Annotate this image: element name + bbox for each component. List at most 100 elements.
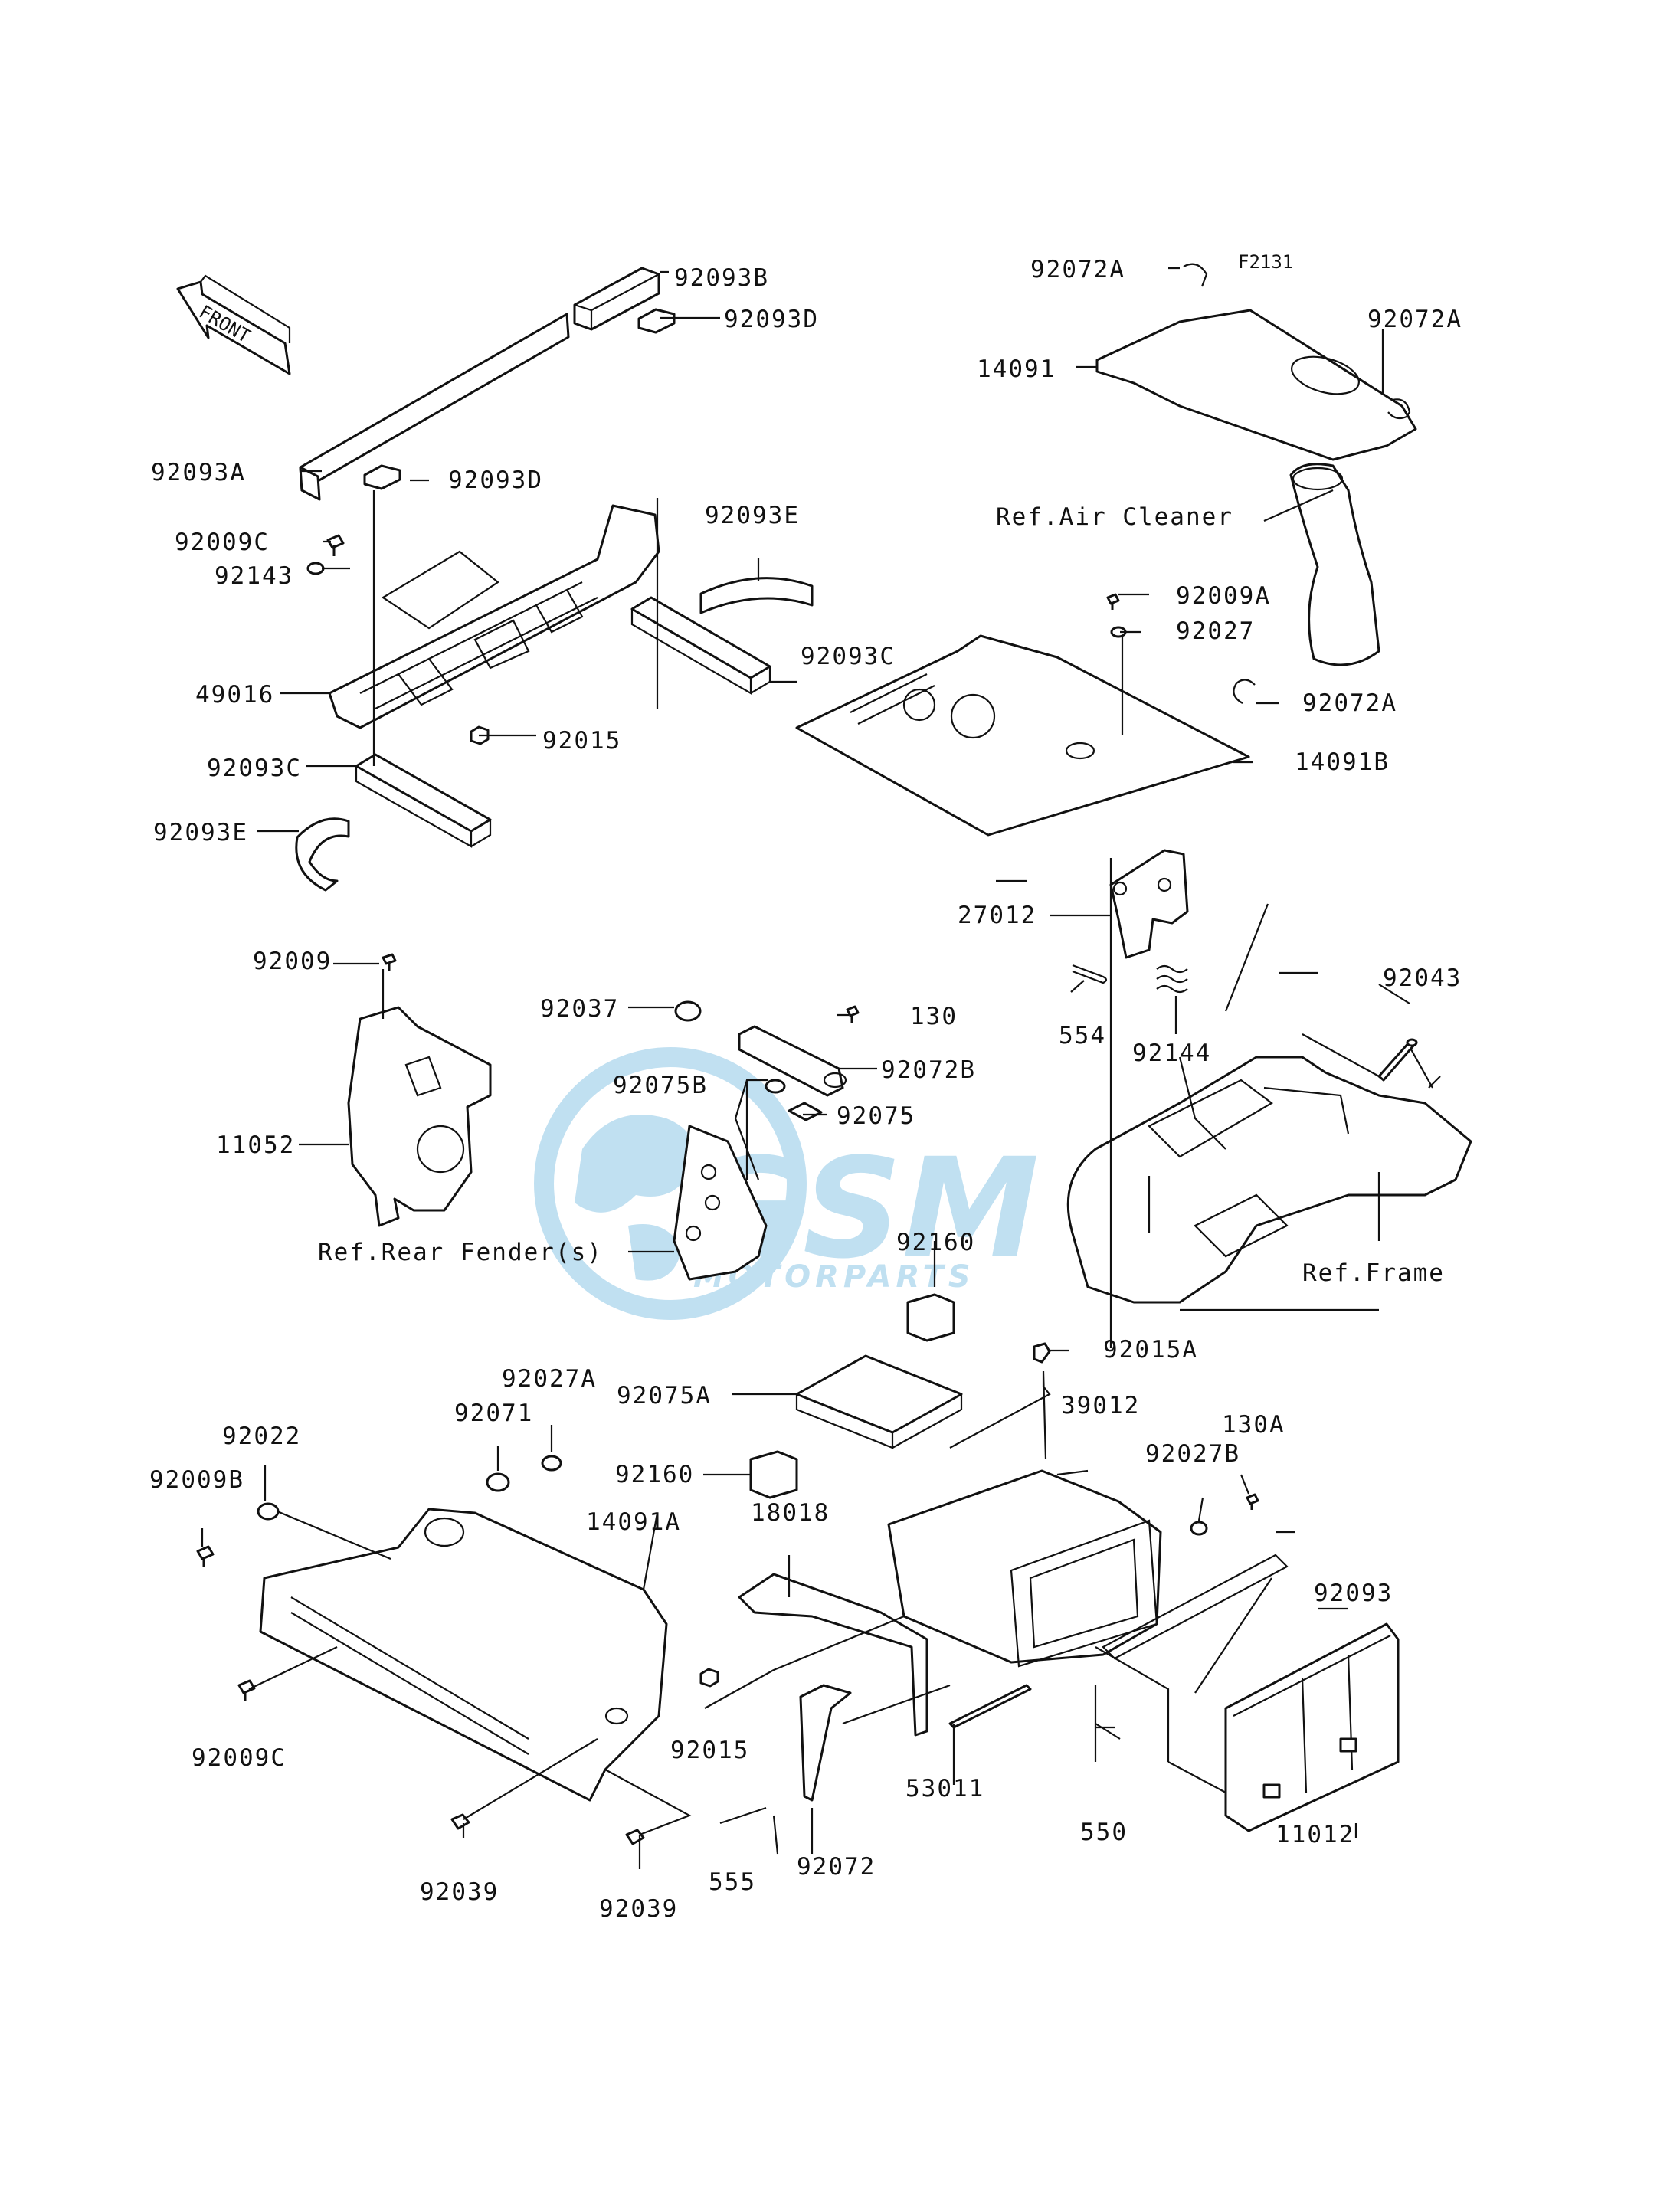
label-92093C-left: 92093C xyxy=(207,755,302,782)
label-92160-top: 92160 xyxy=(896,1229,975,1256)
part-92075B-washer xyxy=(765,1079,786,1094)
part-49016-cross-member xyxy=(328,504,660,729)
label-92072B: 92072B xyxy=(881,1056,976,1084)
part-92037-clamp xyxy=(674,1000,702,1022)
label-92144: 92144 xyxy=(1132,1040,1211,1067)
part-92160-pad-mid xyxy=(749,1450,798,1499)
part-550-pin xyxy=(1095,1723,1121,1740)
label-92009A: 92009A xyxy=(1176,582,1271,610)
label-92071: 92071 xyxy=(454,1400,533,1427)
part-ref-rear-fender-bracket xyxy=(673,1125,768,1281)
part-14091-heat-shield xyxy=(1095,309,1417,461)
label-14091B: 14091B xyxy=(1295,748,1390,776)
part-labels: 92093B 92093D 92093A 92093D 92009C 92143… xyxy=(149,256,1462,1923)
part-92160-pad-top xyxy=(906,1293,955,1342)
part-92093B-foam-block xyxy=(573,267,660,331)
part-92039-clip-right xyxy=(625,1829,645,1845)
part-39012-battery-case xyxy=(887,1469,1162,1668)
part-92027B-washer xyxy=(1190,1521,1208,1536)
label-555: 555 xyxy=(709,1868,756,1896)
label-92160-mid: 92160 xyxy=(615,1461,694,1488)
label-92039-left: 92039 xyxy=(420,1878,499,1906)
label-92072A-top: 92072A xyxy=(1030,256,1125,283)
part-11012-battery xyxy=(1224,1622,1400,1832)
label-11052: 11052 xyxy=(216,1131,295,1159)
label-92093B: 92093B xyxy=(674,264,769,292)
part-92072A-clip-top xyxy=(1183,263,1208,287)
part-92072-bracket xyxy=(799,1684,852,1802)
part-92043-axle-bolt xyxy=(1377,1038,1418,1082)
label-92093C-right: 92093C xyxy=(801,643,896,670)
leader-lines xyxy=(201,267,1441,1869)
label-92022: 92022 xyxy=(222,1423,301,1450)
part-14091B-heat-shield xyxy=(795,634,1250,837)
label-27012: 27012 xyxy=(958,902,1036,929)
part-130-bolt xyxy=(846,1005,860,1023)
label-92075A: 92075A xyxy=(617,1382,712,1410)
label-92015A: 92015A xyxy=(1103,1336,1198,1364)
part-92072B-strap xyxy=(738,1025,847,1097)
label-14091A: 14091A xyxy=(586,1508,681,1536)
fasteners-top-right xyxy=(1106,593,1127,638)
part-92009C-bolt xyxy=(326,534,345,556)
part-53011-bolt xyxy=(948,1684,1032,1729)
part-92009C-bolt-bottom xyxy=(237,1679,256,1701)
part-92072A-clip-right xyxy=(1387,398,1411,420)
part-554-pin xyxy=(1072,964,1108,984)
label-92093E-left: 92093E xyxy=(153,819,248,846)
part-92093E-foam-arc-left xyxy=(295,817,350,892)
part-27012-bracket xyxy=(1109,849,1189,959)
label-49016: 49016 xyxy=(195,681,274,709)
part-92093-seal xyxy=(1102,1554,1289,1694)
label-92075: 92075 xyxy=(837,1102,915,1130)
part-92093C-foam-strip-left xyxy=(355,753,492,848)
label-92009B: 92009B xyxy=(149,1466,244,1494)
ref-frame xyxy=(1066,1056,1472,1304)
label-ref-frame: Ref.Frame xyxy=(1302,1259,1445,1287)
label-550: 550 xyxy=(1080,1819,1128,1846)
part-92093A-foam-strip xyxy=(299,313,570,501)
watermark-globe-continents xyxy=(575,1115,694,1281)
label-92093: 92093 xyxy=(1314,1580,1393,1607)
part-130A-bolt xyxy=(1246,1493,1259,1510)
part-92022-washer xyxy=(257,1502,280,1521)
part-92009A-bolt xyxy=(1106,593,1120,610)
part-92009-bolt xyxy=(382,953,397,971)
part-92093E-foam-arc-top xyxy=(699,577,814,614)
part-92027A-collar xyxy=(541,1455,562,1472)
part-92093D-foam-pad-top xyxy=(637,308,676,334)
part-92009B-bolt xyxy=(196,1545,215,1567)
label-92027: 92027 xyxy=(1176,617,1255,645)
part-92072A-clip-mid xyxy=(1233,679,1256,704)
part-92075A-pad xyxy=(795,1354,963,1449)
label-ref-rear-fender: Ref.Rear Fender(s) xyxy=(318,1239,603,1266)
label-18018: 18018 xyxy=(751,1499,830,1527)
label-14091: 14091 xyxy=(977,355,1056,383)
diagram-code: F2131 xyxy=(1238,251,1293,273)
label-92027B: 92027B xyxy=(1145,1440,1240,1468)
label-92143: 92143 xyxy=(215,562,293,590)
part-92093D-foam-pad-mid xyxy=(363,464,401,490)
label-92072A-mid: 92072A xyxy=(1302,689,1397,717)
label-39012: 39012 xyxy=(1061,1392,1140,1419)
part-92075-damper xyxy=(788,1102,823,1121)
label-92009: 92009 xyxy=(253,948,332,975)
part-14091A-cover xyxy=(259,1508,668,1802)
part-92143-washer xyxy=(306,562,325,575)
part-11052-guard xyxy=(347,1006,492,1227)
label-ref-air-cleaner: Ref.Air Cleaner xyxy=(996,503,1233,531)
label-92009C-bottom: 92009C xyxy=(192,1744,287,1772)
label-92093D-top: 92093D xyxy=(724,306,819,333)
part-92015A-collar xyxy=(1033,1342,1051,1364)
ref-air-cleaner-duct xyxy=(1289,463,1380,666)
label-92093E-top: 92093E xyxy=(705,502,800,529)
label-92072A-right: 92072A xyxy=(1367,306,1462,333)
label-92037: 92037 xyxy=(540,995,619,1023)
label-130A: 130A xyxy=(1222,1411,1285,1439)
part-92015-nut-bottom xyxy=(699,1668,719,1688)
part-92071-grommet xyxy=(486,1472,510,1492)
label-92009C-top: 92009C xyxy=(175,529,270,556)
front-direction-arrow: FRONT xyxy=(176,274,291,375)
